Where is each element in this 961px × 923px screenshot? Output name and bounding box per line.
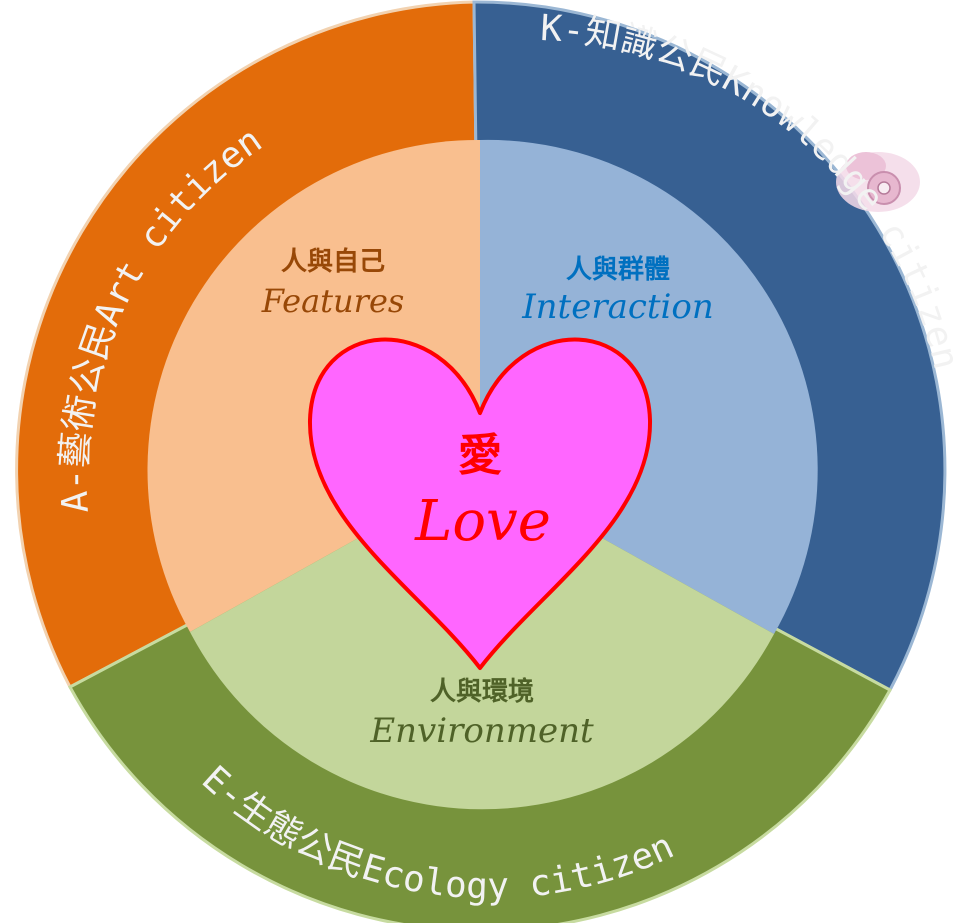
center-cjk-label: 愛 bbox=[458, 430, 502, 481]
group-en-label: Interaction bbox=[521, 287, 714, 327]
center-en-label: Love bbox=[414, 489, 551, 554]
self-cjk-label: 人與自己 bbox=[281, 246, 385, 277]
environment-en-label: Environment bbox=[369, 711, 594, 751]
flower-icon bbox=[836, 152, 920, 212]
love-heart bbox=[307, 337, 653, 670]
self-en-label: Features bbox=[261, 282, 405, 320]
environment-cjk-label: 人與環境 bbox=[430, 676, 534, 707]
group-cjk-label: 人與群體 bbox=[566, 255, 670, 285]
